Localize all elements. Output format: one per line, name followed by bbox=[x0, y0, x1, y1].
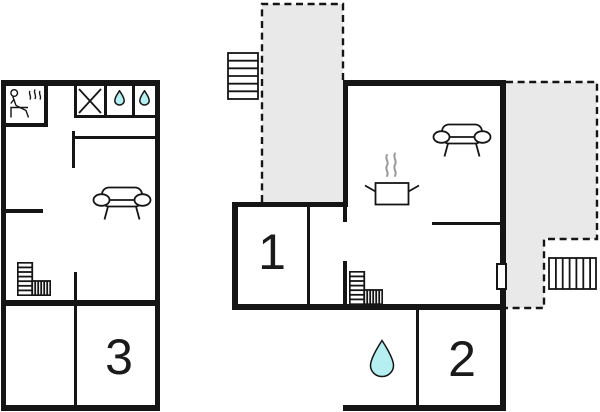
door-icon bbox=[496, 263, 507, 290]
wall-cells-bottom bbox=[74, 115, 158, 118]
wall bbox=[500, 80, 506, 411]
wall bbox=[155, 80, 160, 411]
water-drop-icon bbox=[369, 339, 395, 378]
wall-room3-divider bbox=[74, 272, 77, 411]
terrace-right-outline bbox=[506, 80, 599, 310]
sauna-icon bbox=[10, 89, 42, 118]
wall-cell-divider bbox=[74, 80, 77, 118]
terrace-top-outline bbox=[260, 2, 345, 202]
terrace-top bbox=[262, 4, 343, 202]
wall-annex-top bbox=[232, 202, 347, 207]
wall-doorway-lower bbox=[343, 261, 347, 304]
stairs-icon bbox=[17, 262, 51, 296]
wall-room2-divider bbox=[416, 310, 419, 405]
wall-sauna-bottom bbox=[1, 123, 48, 127]
wall-corridor bbox=[75, 136, 157, 139]
wall-partial bbox=[432, 222, 502, 225]
wall-corridor-stub bbox=[72, 131, 75, 168]
wall bbox=[1, 80, 160, 86]
room-label-3: 3 bbox=[105, 329, 133, 385]
wall-mid bbox=[1, 300, 160, 306]
stairs-icon bbox=[349, 271, 383, 305]
wall-room1-divider bbox=[307, 207, 310, 304]
terrace-right bbox=[506, 82, 597, 308]
wall-sauna-right bbox=[44, 80, 48, 127]
wall-cell-divider bbox=[104, 80, 107, 118]
wall bbox=[1, 80, 6, 411]
wall-cell-divider bbox=[132, 80, 135, 118]
washing-machine-icon bbox=[78, 88, 102, 114]
water-drop-icon bbox=[114, 90, 125, 106]
sofa-icon bbox=[432, 123, 492, 157]
room-label-2: 2 bbox=[448, 331, 476, 387]
wall bbox=[343, 80, 348, 207]
external-stairs-icon bbox=[548, 257, 597, 290]
wall bbox=[1, 405, 160, 411]
wall bbox=[343, 405, 506, 411]
external-stairs-icon bbox=[227, 52, 259, 100]
wall-mid bbox=[232, 304, 506, 310]
room-label-1: 1 bbox=[258, 224, 286, 280]
wall-doorway-upper bbox=[343, 207, 347, 222]
wall-annex-left bbox=[232, 202, 238, 310]
wall-stub bbox=[1, 209, 43, 213]
cooking-pot-icon bbox=[364, 152, 420, 206]
wall bbox=[343, 80, 506, 86]
water-drop-icon bbox=[139, 90, 150, 106]
sofa-icon bbox=[92, 186, 152, 220]
